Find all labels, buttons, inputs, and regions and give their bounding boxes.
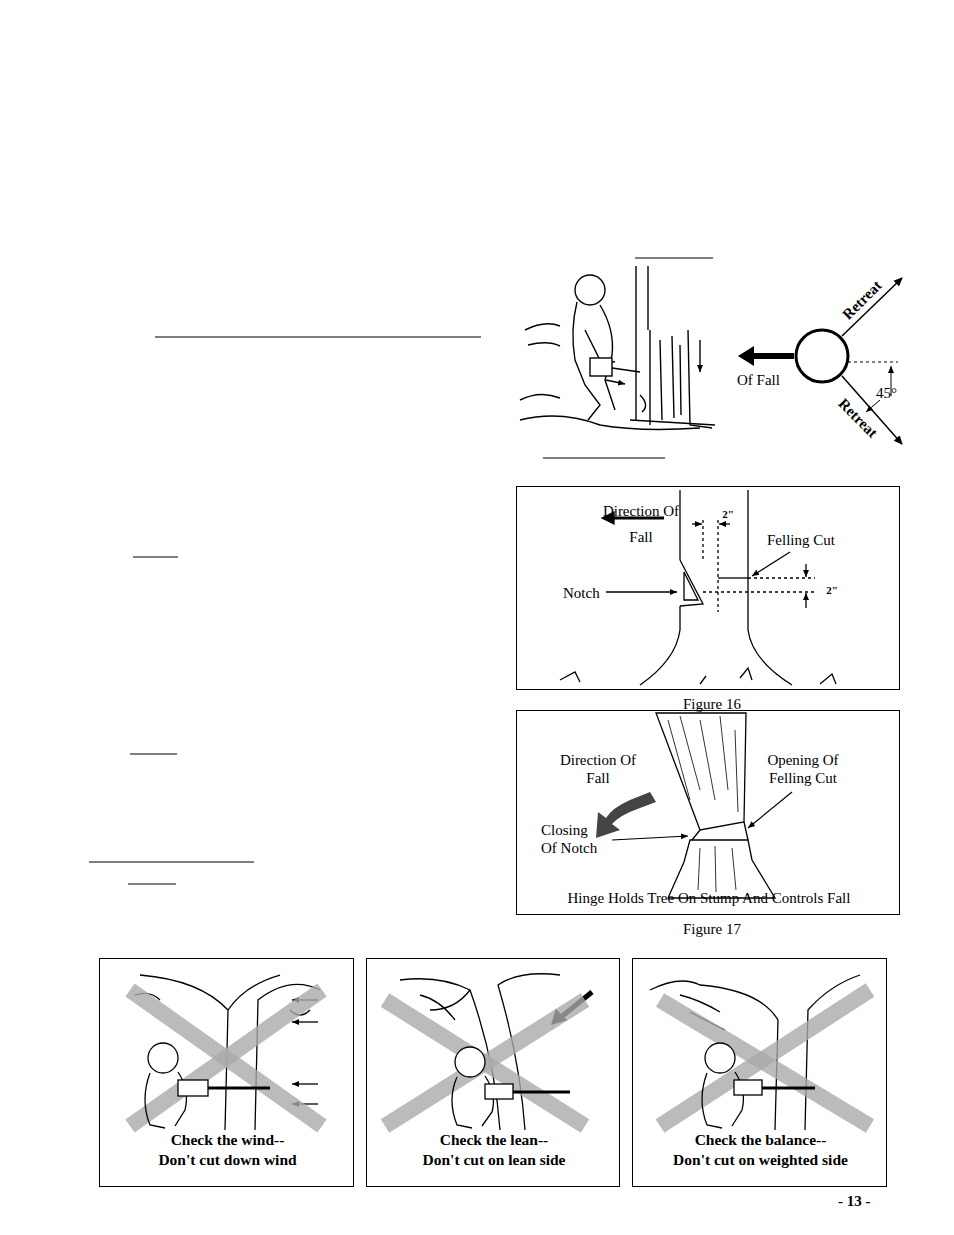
lean-cartoon bbox=[385, 974, 592, 1130]
panel-text: Don't cut on weighted side bbox=[637, 1151, 884, 1169]
warning-panel: Check the balance-- Don't cut on weighted… bbox=[632, 958, 887, 1187]
direction-label: Direction Of Fall bbox=[553, 751, 643, 787]
wind-cartoon bbox=[130, 975, 322, 1130]
panel-text: Don't cut down wind bbox=[104, 1151, 351, 1169]
part-label: Opening Of Felling Cut bbox=[753, 751, 853, 787]
direction-label: Direction Of Fall bbox=[601, 498, 681, 550]
panel-heading: Check the balance-- bbox=[637, 1131, 884, 1149]
retreat-diagram bbox=[738, 278, 902, 444]
part-label: Notch bbox=[563, 584, 619, 602]
figure-box: Direction Of Fall2"Felling Cut2"NotchFig… bbox=[516, 486, 900, 690]
notch-drawing bbox=[560, 490, 836, 685]
dimension: 2" bbox=[821, 581, 843, 599]
direction-label: Of Fall bbox=[737, 371, 780, 389]
part-label: Closing Of Notch bbox=[541, 821, 607, 857]
panel-heading: Check the lean-- bbox=[371, 1131, 617, 1149]
angle-label: 45° bbox=[876, 384, 897, 402]
caption-text: Hinge Holds Tree On Stump And Controls F… bbox=[521, 889, 897, 907]
panel-text: Don't cut on lean side bbox=[371, 1151, 617, 1169]
warning-panel: Check the lean-- Don't cut on lean side bbox=[366, 958, 620, 1187]
underline bbox=[89, 258, 713, 884]
warning-panel: Check the wind-- Don't cut down wind bbox=[99, 958, 354, 1187]
felling-illustration bbox=[520, 266, 715, 429]
direction-label: Retreat bbox=[833, 393, 883, 443]
hinge-drawing bbox=[596, 713, 792, 898]
figure-box: Direction Of Fall Opening Of Felling CutC… bbox=[516, 710, 900, 915]
part-label: Felling Cut bbox=[767, 531, 877, 549]
dimension: 2" bbox=[718, 505, 738, 523]
figure-caption: Figure 17 bbox=[657, 920, 767, 938]
balance-cartoon bbox=[650, 975, 870, 1130]
panel-heading: Check the wind-- bbox=[104, 1131, 351, 1149]
page-number: - 13 - bbox=[838, 1192, 871, 1210]
